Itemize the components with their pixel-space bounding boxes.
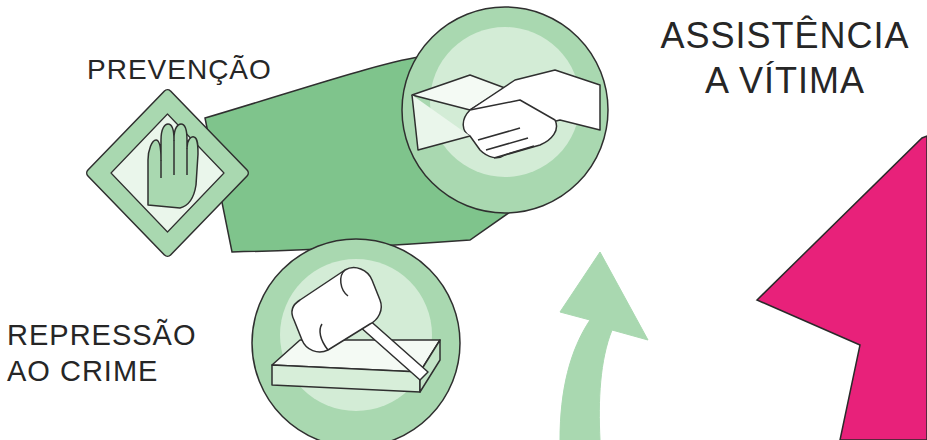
diamond-outline (85, 88, 250, 258)
node-heading: REPRESSÃO AO CRIME (7, 317, 247, 390)
curved-arrow (560, 252, 648, 440)
gavel-icon (272, 268, 440, 392)
pink-shape (757, 136, 927, 440)
icon-circle: REPRESSÃO AO CRIME (250, 237, 462, 440)
circle-outline (250, 237, 462, 440)
handshake-icon (412, 70, 600, 158)
hand-icon (148, 124, 198, 208)
sign-diamond: PREVENÇÃO (85, 88, 250, 258)
circle-outline (400, 5, 610, 215)
node-heading: ASSISTÊNCIA A VÍTIMA (656, 13, 914, 103)
node-heading: PREVENÇÃO (87, 52, 287, 87)
icon-circle: ASSISTÊNCIA A VÍTIMA (400, 5, 610, 215)
